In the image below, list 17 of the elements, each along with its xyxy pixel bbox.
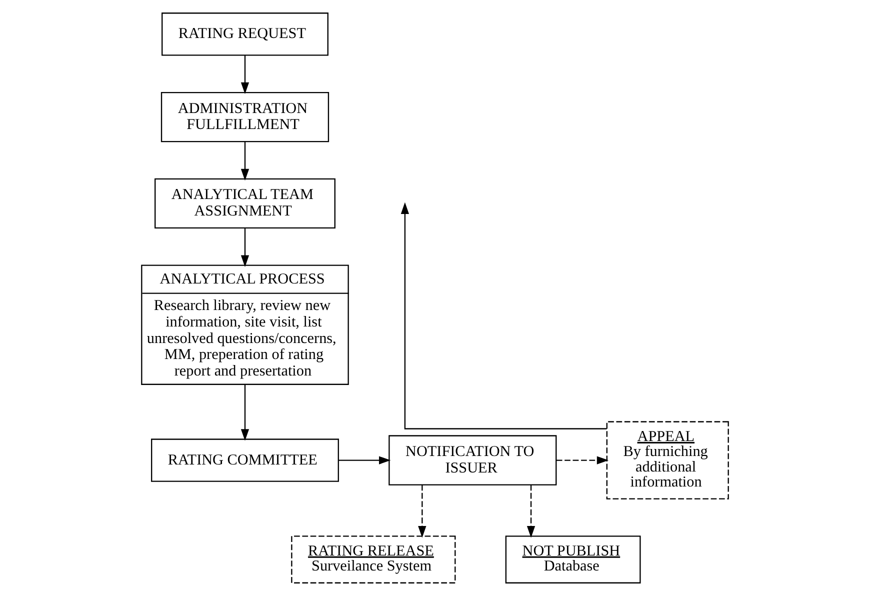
node-box: RATING COMMITTEE bbox=[150, 438, 338, 482]
node-box: NOTIFICATION TO ISSUER bbox=[388, 435, 556, 486]
node-box: NOT PUBLISH Database bbox=[504, 536, 640, 584]
arrow bbox=[556, 456, 608, 464]
arrow bbox=[400, 202, 606, 430]
arrow bbox=[526, 484, 535, 538]
arrow bbox=[338, 456, 390, 464]
arrow bbox=[240, 142, 249, 181]
arrow bbox=[240, 56, 249, 94]
arrow bbox=[240, 384, 249, 441]
arrow bbox=[418, 484, 426, 538]
arrow bbox=[240, 228, 249, 267]
node-box: ADMINISTRATION FULLFILLMENT bbox=[160, 92, 329, 142]
node-box: RATING REQUEST bbox=[161, 12, 328, 56]
node-box: APPEAL By furniching additional information bbox=[606, 421, 728, 500]
node-box: RATING RELEASE Surveilance System bbox=[290, 536, 456, 584]
node-box: ANALYTICAL TEAM ASSIGNMENT bbox=[154, 178, 335, 229]
